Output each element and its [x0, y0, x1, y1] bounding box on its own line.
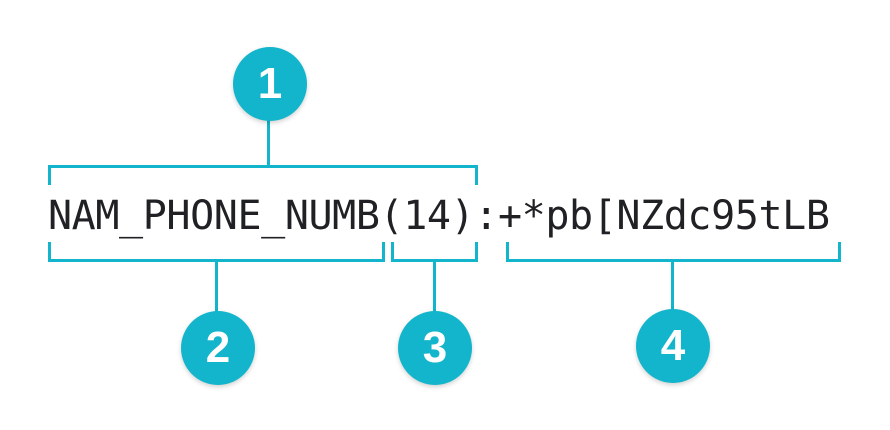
callout-line-3 [433, 260, 436, 314]
callout-2: 2 [181, 311, 255, 385]
bracket-segment-3 [391, 242, 478, 262]
callout-1: 1 [233, 47, 307, 121]
callout-number: 2 [205, 323, 231, 372]
callout-line-1 [267, 118, 270, 166]
bracket-segment-2 [48, 242, 385, 262]
token-string: NAM_PHONE_NUMB(14):+*pb[NZdc95tLB [48, 193, 830, 239]
callout-line-2 [215, 260, 218, 314]
callout-4: 4 [636, 309, 710, 383]
callout-line-4 [671, 260, 674, 312]
callout-number: 1 [257, 59, 283, 108]
bracket-segment-1 [48, 165, 478, 185]
callout-number: 4 [660, 321, 686, 370]
callout-3: 3 [398, 311, 472, 385]
bracket-segment-4 [506, 242, 841, 262]
callout-number: 3 [422, 323, 448, 372]
